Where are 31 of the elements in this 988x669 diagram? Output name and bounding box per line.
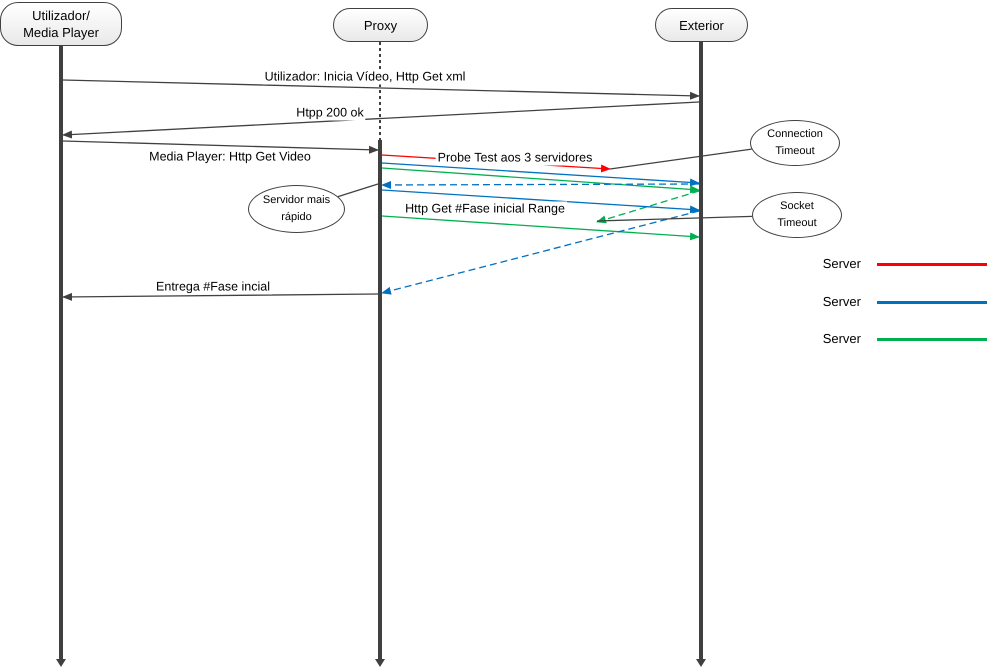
note-ellipse: Socket Timeout <box>752 192 842 238</box>
message-arrow <box>596 190 700 224</box>
note-ellipse: Connection Timeout <box>750 120 840 166</box>
edge-label: Htpp 200 ok <box>294 106 366 120</box>
message-arrow <box>382 162 700 186</box>
message-arrow <box>382 167 700 194</box>
participant-box: Exterior <box>655 8 748 42</box>
message-arrow <box>381 210 700 295</box>
leader-line <box>610 148 752 170</box>
legend-label: Server <box>822 294 861 308</box>
edge-label: Probe Test aos 3 servidores <box>436 150 594 166</box>
message-arrow <box>62 292 378 301</box>
message-arrow <box>381 180 699 189</box>
message-arrow <box>382 215 700 240</box>
participant-box: Proxy <box>333 8 428 42</box>
legend-label: Server <box>822 256 861 271</box>
note-ellipse: Servidor mais rápido <box>248 185 345 233</box>
leader-line <box>596 216 752 222</box>
lifeline <box>699 42 703 660</box>
message-arrow <box>62 101 700 139</box>
lifeline <box>59 46 63 660</box>
participant-box: Utilizador/ Media Player <box>0 2 122 46</box>
message-arrow <box>62 140 379 154</box>
message-arrow <box>62 79 700 100</box>
edge-label: Entrega #Fase incial <box>154 280 272 294</box>
edge-label: Utilizador: Inicia Vídeo, Http Get xml <box>262 70 468 84</box>
legend-label: Server <box>822 331 861 346</box>
message-arrow <box>382 189 700 214</box>
edge-label: Media Player: Http Get Video <box>147 150 313 164</box>
edge-label: Http Get #Fase inicial Range <box>403 202 567 216</box>
leader-line <box>338 183 378 198</box>
